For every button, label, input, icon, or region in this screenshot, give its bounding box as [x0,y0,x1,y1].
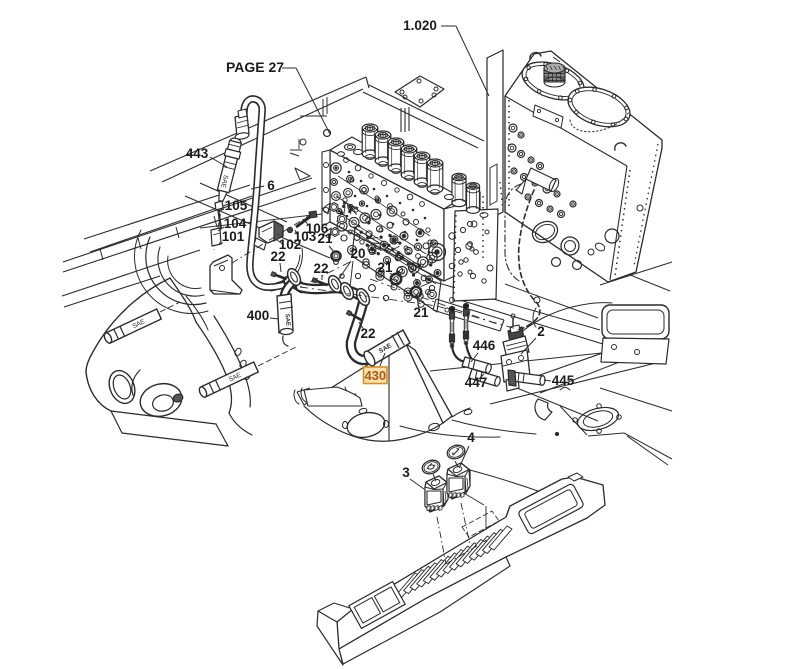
svg-text:430: 430 [364,368,386,383]
svg-text:443: 443 [186,146,209,161]
svg-text:22: 22 [313,261,328,276]
svg-text:102: 102 [279,237,302,252]
svg-text:447: 447 [465,375,488,390]
svg-text:3: 3 [402,465,410,480]
svg-text:445: 445 [552,373,575,388]
svg-text:400: 400 [247,308,270,323]
svg-text:22: 22 [270,249,285,264]
svg-text:446: 446 [473,338,496,353]
svg-text:SAE: SAE [219,174,229,189]
svg-text:4: 4 [467,430,475,445]
svg-text:PAGE 27: PAGE 27 [226,59,284,75]
svg-text:6: 6 [267,178,275,193]
svg-text:103: 103 [294,229,317,244]
svg-text:20: 20 [350,246,365,261]
svg-text:21: 21 [317,231,333,246]
svg-text:2: 2 [537,324,545,339]
svg-text:1.020: 1.020 [403,18,437,33]
svg-text:101: 101 [222,229,245,244]
svg-text:106: 106 [306,221,329,236]
svg-text:104: 104 [224,216,247,231]
svg-text:21: 21 [413,305,429,320]
svg-text:21: 21 [377,260,393,275]
svg-text:105: 105 [225,198,248,213]
svg-text:SAE: SAE [283,314,290,327]
